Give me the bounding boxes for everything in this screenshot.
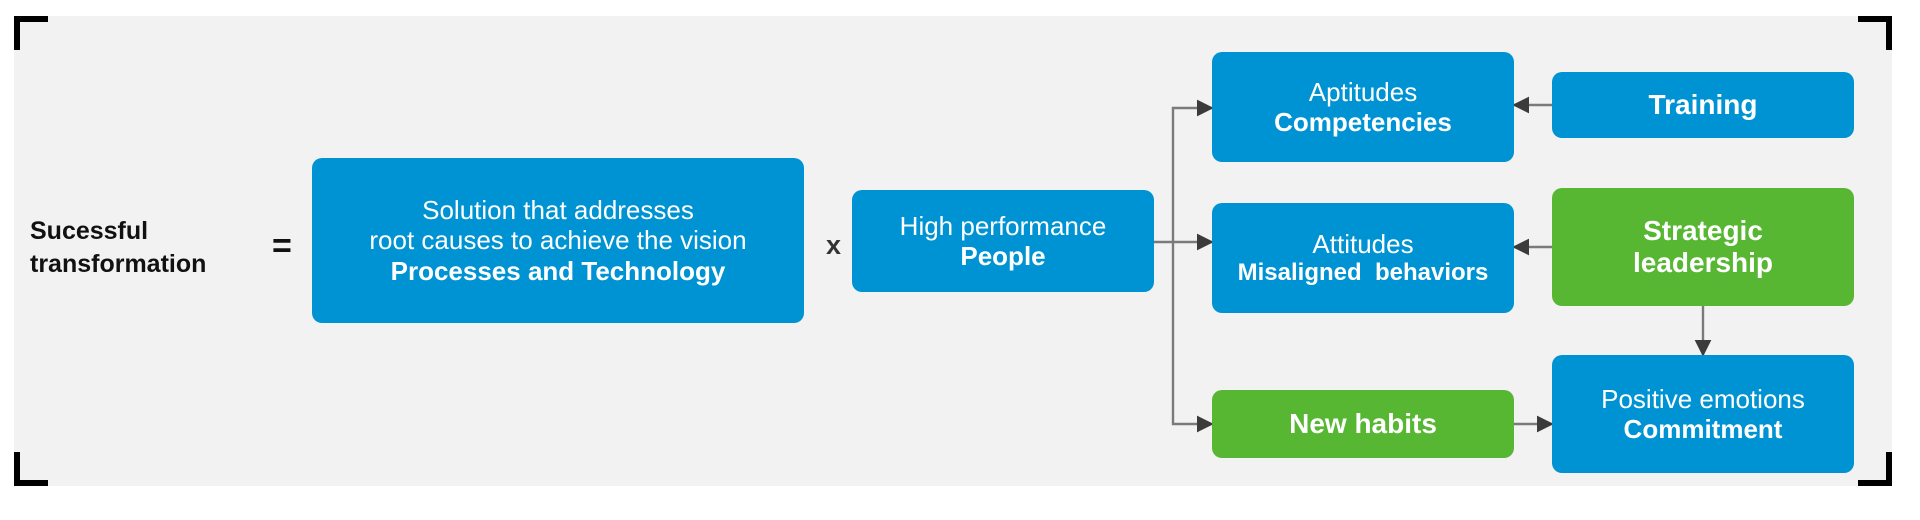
- box-attitudes-line-2: Misaligned behaviors: [1237, 259, 1489, 287]
- box-people-line-1: High performance: [899, 210, 1107, 241]
- box-solution-line-1: Solution that addresses: [422, 195, 694, 226]
- box-training[interactable]: Training: [1552, 72, 1854, 138]
- box-people[interactable]: High performance People: [852, 190, 1154, 292]
- box-aptitudes-line-2: Competencies: [1274, 107, 1452, 137]
- box-commitment[interactable]: Positive emotions Commitment: [1552, 355, 1854, 473]
- box-strategic-line-2: leadership: [1632, 247, 1774, 278]
- box-training-label: Training: [1648, 88, 1758, 120]
- box-attitudes-line-1: Attitudes: [1312, 229, 1414, 259]
- box-people-line-2: People: [960, 241, 1046, 271]
- multiply-sign: x: [826, 230, 842, 260]
- box-new-habits[interactable]: New habits: [1212, 390, 1514, 458]
- box-new-habits-label: New habits: [1289, 407, 1437, 439]
- box-commitment-line-1: Positive emotions: [1601, 383, 1805, 414]
- box-solution[interactable]: Solution that addresses root causes to a…: [312, 158, 804, 323]
- box-commitment-line-2: Commitment: [1623, 414, 1783, 444]
- box-strategic-leadership[interactable]: Strategic leadership: [1552, 188, 1854, 306]
- title-line-1: Sucessful: [30, 217, 149, 245]
- box-solution-line-3: Processes and Technology: [390, 255, 726, 286]
- page-title: Sucessful transformation: [30, 215, 260, 280]
- box-solution-line-2: root causes to achieve the vision: [369, 225, 747, 256]
- title-line-2: transformation: [30, 249, 207, 278]
- box-aptitudes-line-1: Aptitudes: [1308, 76, 1418, 107]
- box-aptitudes[interactable]: Aptitudes Competencies: [1212, 52, 1514, 162]
- box-strategic-line-1: Strategic: [1643, 214, 1763, 246]
- box-attitudes[interactable]: Attitudes Misaligned behaviors: [1212, 203, 1514, 313]
- equals-sign: =: [272, 227, 292, 265]
